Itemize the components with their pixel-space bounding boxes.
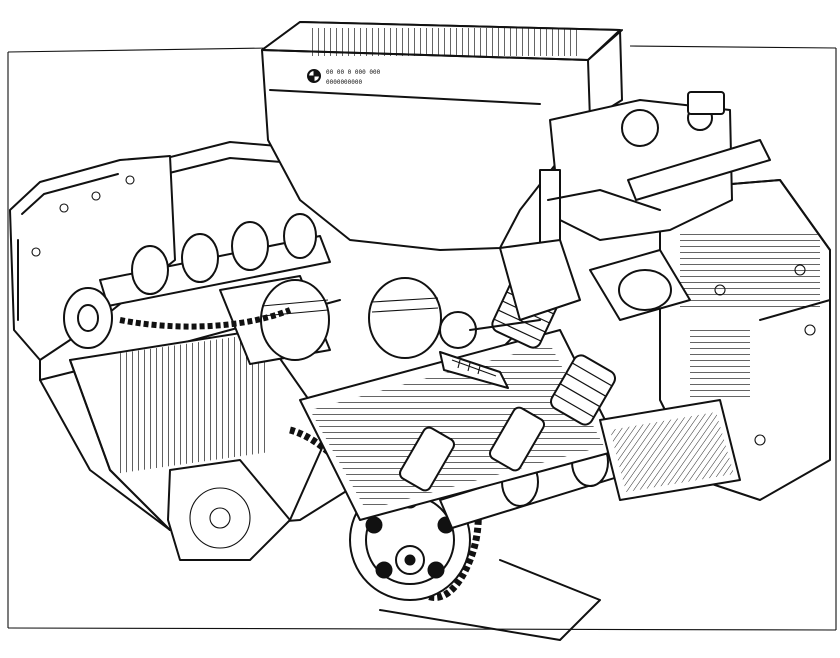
lower-cover	[167, 459, 601, 641]
spark-plug	[439, 351, 509, 389]
air-filter-box: 00 00 0 000 000 0000000000	[261, 21, 623, 251]
plate-line-2: 0000000000	[326, 79, 363, 86]
crankshaft	[63, 213, 331, 349]
oil-sump	[69, 329, 331, 531]
piston-left	[219, 275, 331, 365]
cylinder-head	[659, 179, 831, 501]
valve-spring-lower	[550, 354, 616, 426]
tappet-left	[398, 406, 546, 492]
timing-chain	[119, 307, 482, 601]
frame-border	[7, 45, 837, 631]
intake-pipe	[499, 239, 691, 321]
front-cover	[9, 155, 176, 361]
plate-line-1: 00 00 0 000 000	[326, 69, 381, 76]
piston-right	[368, 277, 477, 359]
carburettor	[539, 91, 771, 251]
rocker-cover	[599, 399, 741, 501]
